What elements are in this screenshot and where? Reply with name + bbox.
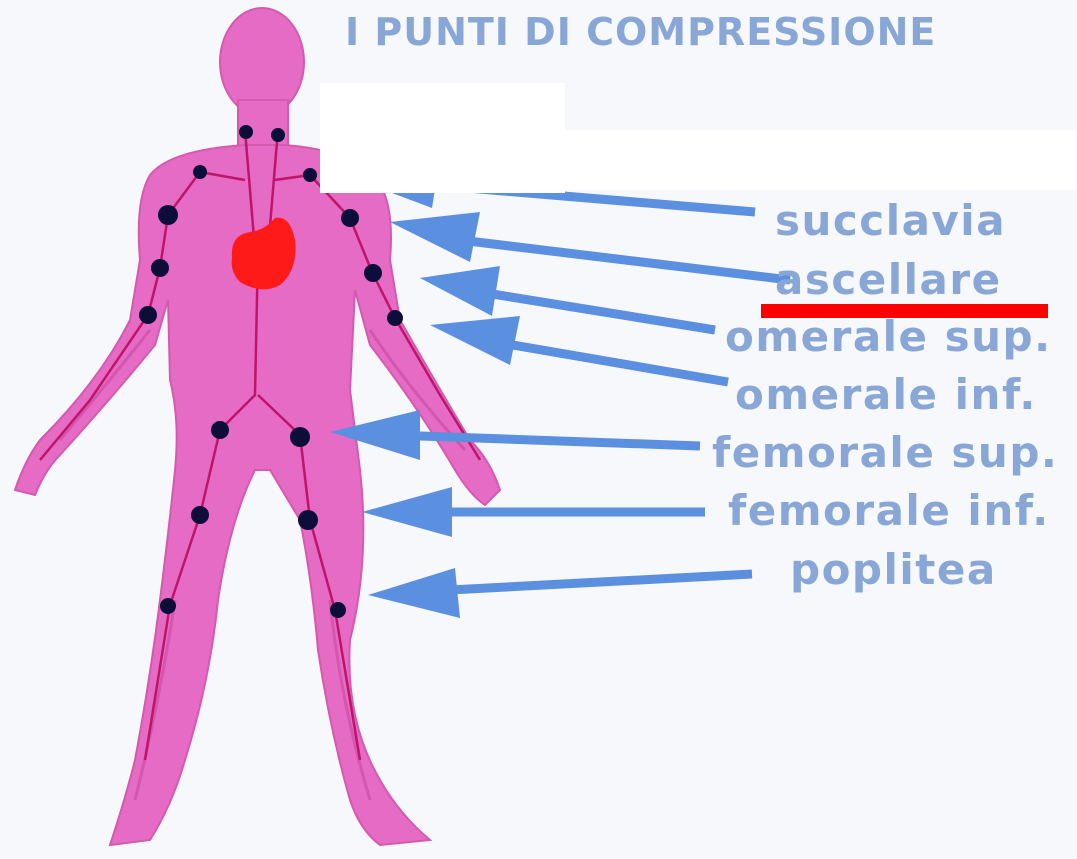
redaction-box	[320, 83, 565, 193]
label-femorale-inf: femorale inf.	[728, 486, 1050, 535]
arrow-femorale-sup	[330, 410, 700, 460]
red-underline-highlight	[761, 304, 1048, 318]
label-omerale-sup: omerale sup.	[725, 312, 1052, 361]
arrow-poplitea	[368, 568, 752, 618]
label-poplitea: poplitea	[790, 545, 997, 594]
arrow-femorale-inf	[362, 487, 705, 537]
label-ascellare: ascellare	[775, 255, 1002, 304]
label-succlavia: succlavia	[775, 196, 1006, 245]
diagram-title: I PUNTI DI COMPRESSIONE	[345, 10, 936, 54]
arrow-omerale-sup	[420, 266, 715, 330]
arrows	[330, 158, 790, 618]
arrow-ascellare	[390, 212, 790, 280]
label-omerale-inf: omerale inf.	[735, 370, 1037, 419]
redaction-box	[548, 130, 1077, 190]
label-femorale-sup: femorale sup.	[712, 428, 1058, 477]
